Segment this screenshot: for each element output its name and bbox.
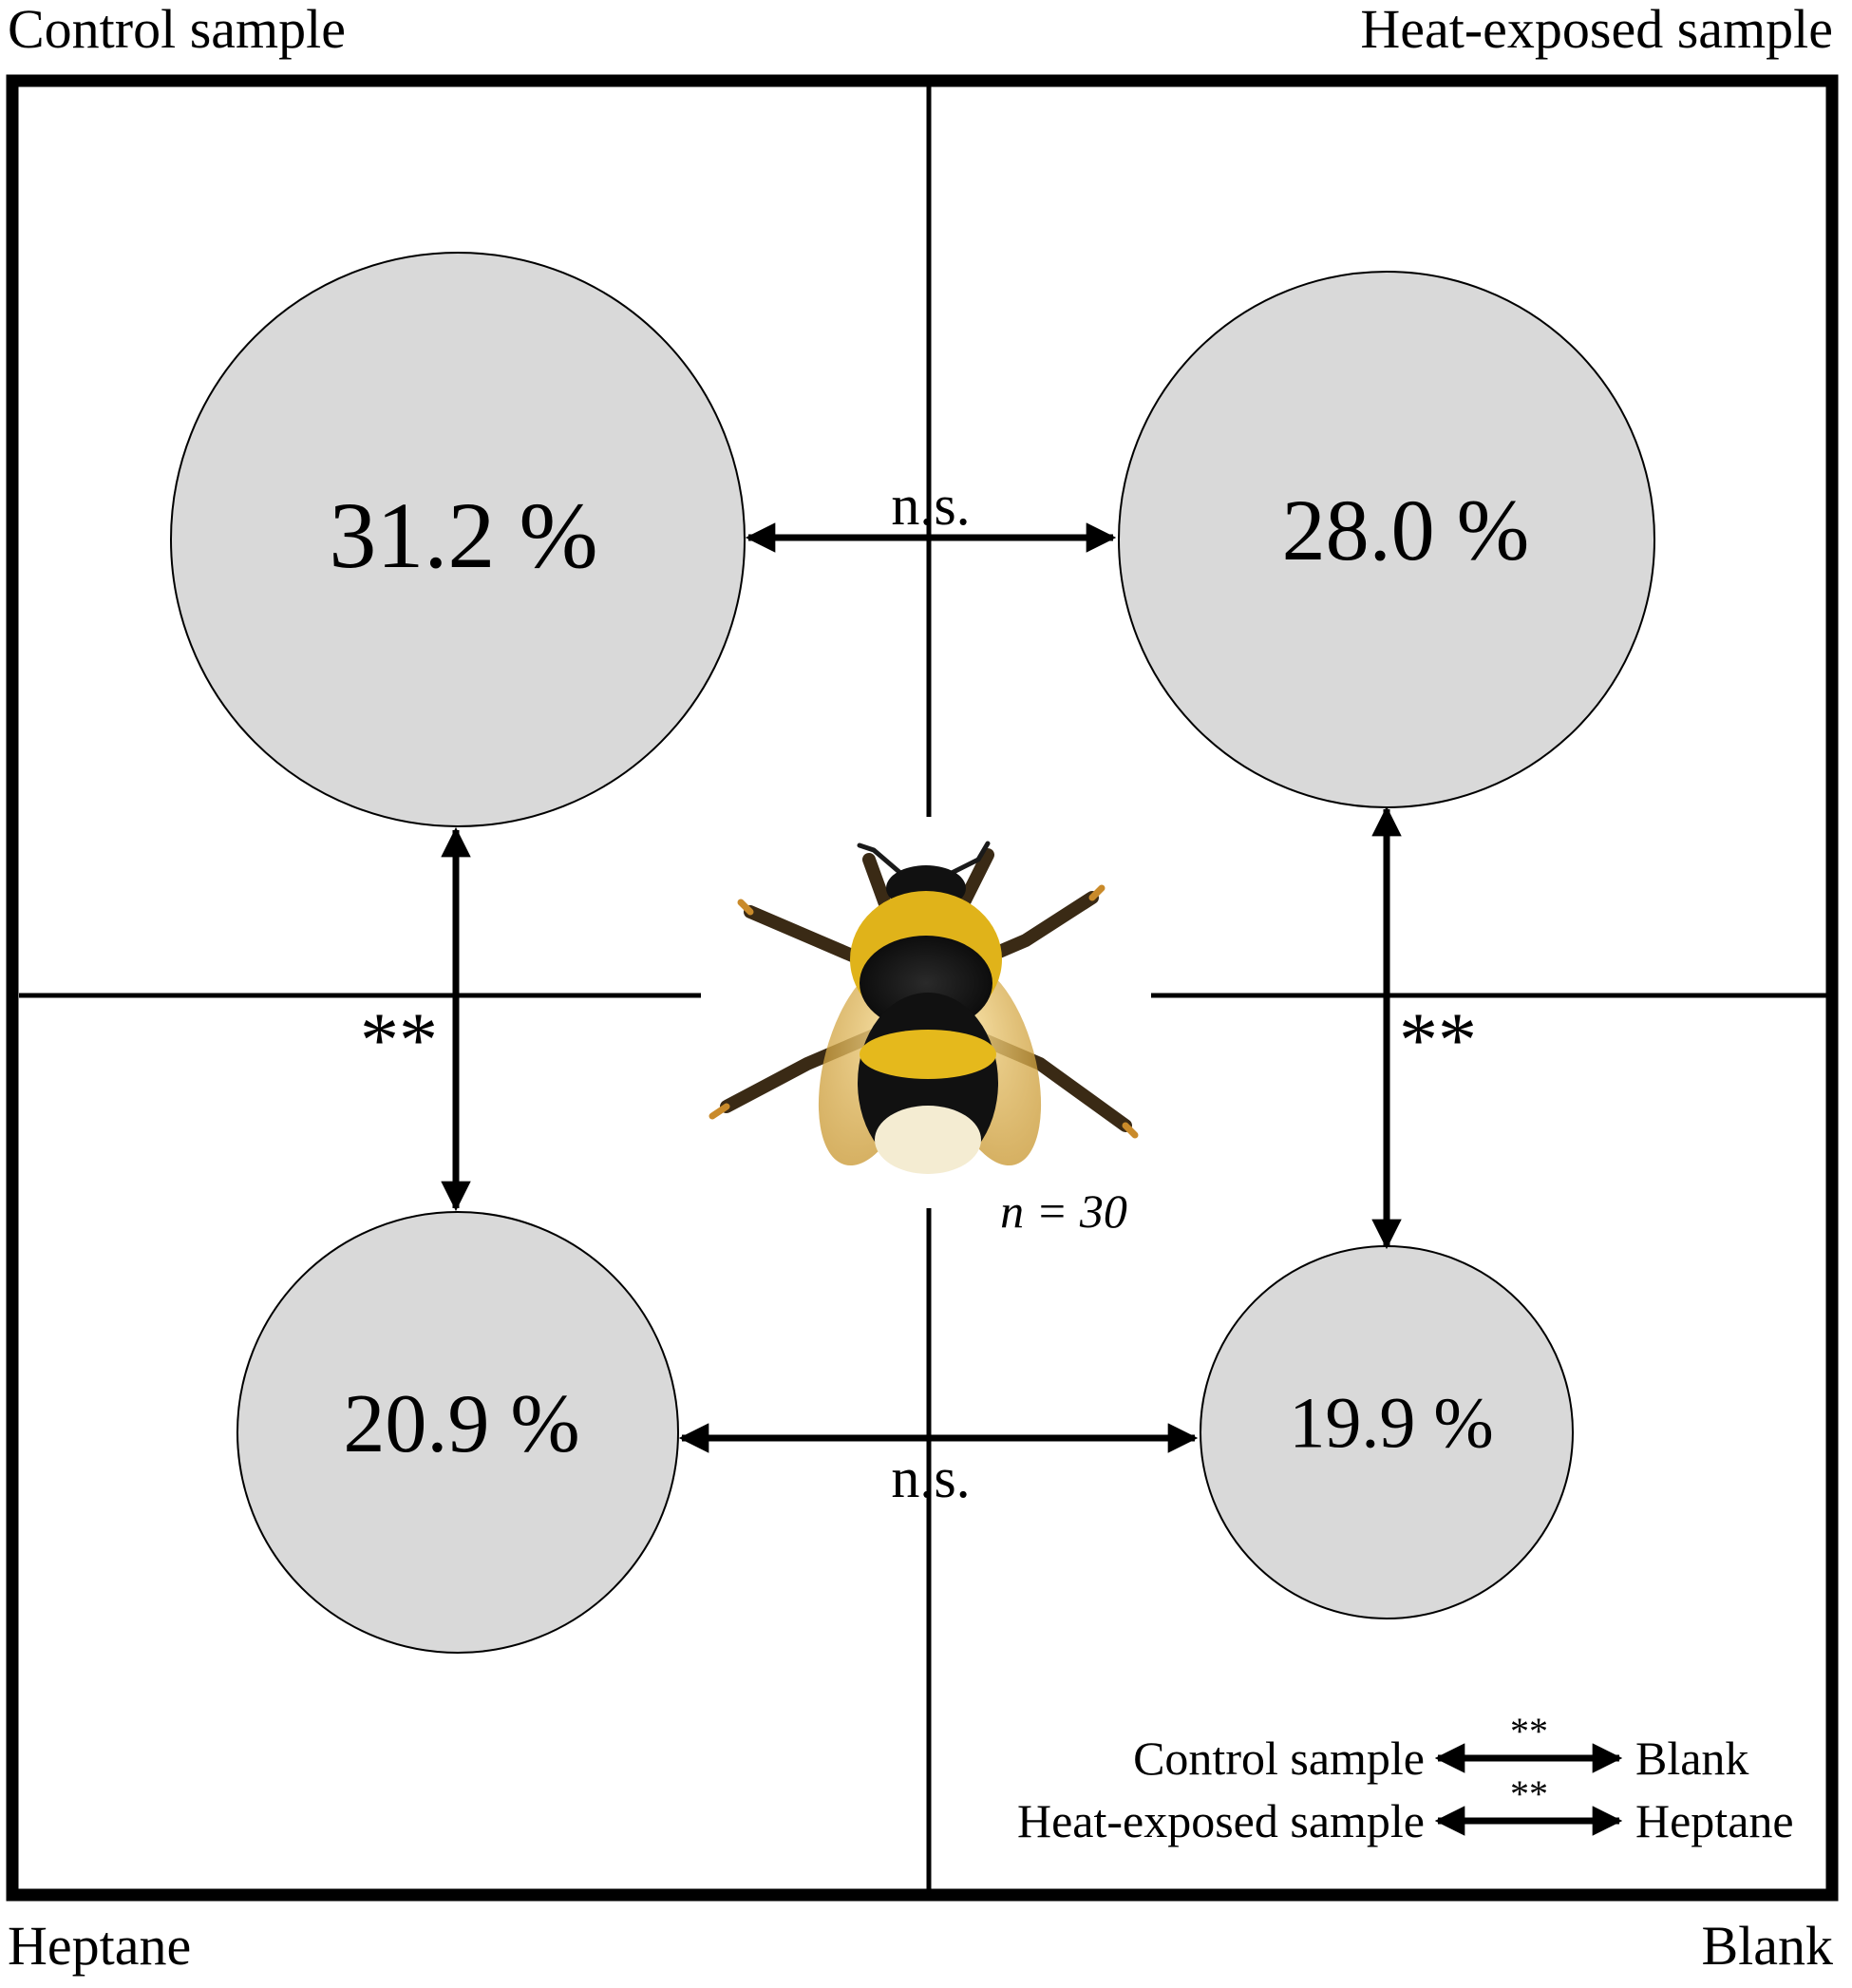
label-blank: Blank [1701, 1915, 1833, 1977]
label-heptane: Heptane [8, 1915, 192, 1977]
circle-heptane [236, 1211, 679, 1654]
label-control-sample: Control sample [8, 0, 347, 60]
legend-row-2-right: Heptane [1635, 1794, 1794, 1847]
legend-row-2-left: Heat-exposed sample [1017, 1794, 1425, 1847]
label-heat-exposed-sample: Heat-exposed sample [1360, 0, 1833, 60]
sample-size: n = 30 [1000, 1184, 1127, 1238]
legend-row-2-sig: ** [1510, 1772, 1548, 1815]
legend-row-1-left: Control sample [1133, 1732, 1425, 1785]
sig-bottom: n.s. [891, 1447, 970, 1509]
legend: Control sample ** Blank Heat-exposed sam… [1017, 1710, 1794, 1847]
value-heat-exposed: 28.0 % [1282, 482, 1530, 578]
bumblebee-image [705, 819, 1147, 1206]
legend-row-1-right: Blank [1635, 1732, 1748, 1785]
value-heptane: 20.9 % [343, 1378, 579, 1470]
arena-frame [6, 74, 1839, 1902]
legend-row-1-sig: ** [1510, 1710, 1548, 1752]
sig-right: ** [1399, 996, 1477, 1083]
value-control: 31.2 % [329, 483, 597, 588]
value-blank: 19.9 % [1289, 1383, 1493, 1463]
sig-top: n.s. [891, 474, 970, 537]
sig-left: ** [360, 996, 438, 1083]
circle-control [170, 252, 746, 827]
